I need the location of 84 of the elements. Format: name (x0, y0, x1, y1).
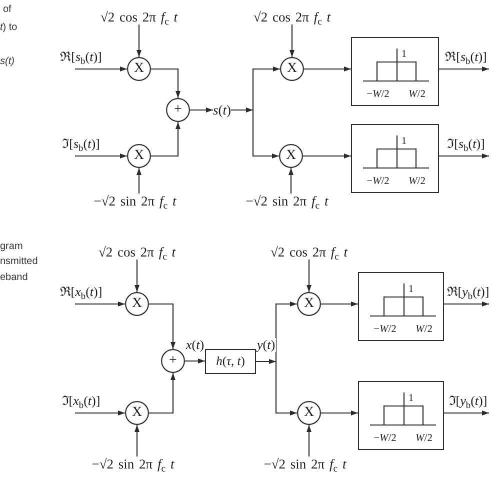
arrow (151, 122, 180, 157)
caption-text: of (3, 4, 12, 16)
band-edge-label: −W/2 (366, 176, 390, 188)
carrier-label: √2 cos 2π f$_{c}$ t (100, 10, 178, 24)
caption-text: s(t) (0, 56, 14, 68)
band-edge-label: −W/2 (366, 89, 390, 101)
gain-label: 1 (401, 136, 407, 148)
caption-text: nsmitted (0, 256, 38, 268)
arrow (185, 358, 205, 364)
multiplier-circle: X (297, 401, 321, 425)
signal-label: ℑ[x$_{b}$(t)] (60, 394, 102, 408)
multiplier-circle: X (125, 401, 149, 425)
arrow (252, 110, 279, 158)
multiplier-circle: X (127, 144, 151, 168)
arrow (303, 154, 351, 158)
arrow (444, 410, 489, 416)
arrow (444, 302, 489, 306)
carrier-label: −√2 sin 2π f$_{c}$ t (94, 194, 176, 208)
signal-label: ℜ[s$_{b}$(t)] (444, 50, 488, 64)
arrow (231, 108, 253, 112)
lowpass-filter-box (351, 37, 439, 106)
arrow (439, 66, 489, 72)
arrow (75, 66, 127, 72)
arrow (149, 373, 176, 414)
arrow (275, 362, 297, 416)
adder-circle: + (166, 98, 190, 122)
arrow (290, 24, 294, 57)
arrow (252, 66, 280, 110)
arrow (151, 68, 180, 98)
signal-label: ℑ[s$_{b}$(t)] (446, 137, 486, 151)
arrow (256, 359, 276, 364)
caption-text: eband (0, 272, 28, 284)
signal-label: x(t) (184, 338, 206, 352)
arrow (306, 425, 312, 456)
arrow (321, 302, 358, 306)
multiplier-circle: X (127, 57, 151, 81)
multiplier-circle: X (297, 292, 321, 316)
lowpass-filter-box (358, 381, 444, 450)
signal-label: ℜ[y$_{b}$(t)] (446, 285, 490, 299)
arrow (75, 154, 127, 158)
carrier-label: −√2 sin 2π f$_{c}$ t (246, 194, 328, 208)
arrow (136, 24, 142, 57)
band-edge-label: W/2 (416, 324, 432, 336)
band-edge-label: −W/2 (374, 324, 396, 336)
multiplier-circle: X (280, 57, 304, 81)
carrier-label: −√2 sin 2π f$_{c}$ t (92, 456, 174, 472)
signal-label: y(t) (256, 338, 276, 352)
arrow (306, 260, 312, 292)
adder-circle: + (161, 349, 185, 373)
multiplier-circle: X (125, 292, 149, 316)
arrow (134, 425, 140, 456)
gain-label: 1 (408, 393, 414, 405)
channel-box: h(τ, t) (205, 349, 256, 374)
arrow (136, 168, 142, 194)
arrow (288, 168, 294, 194)
arrow (134, 260, 140, 292)
gain-label: 1 (408, 284, 414, 296)
band-edge-label: W/2 (408, 176, 426, 188)
caption-text: gram (0, 241, 23, 253)
band-edge-label: W/2 (408, 89, 426, 101)
band-edge-label: −W/2 (374, 433, 396, 445)
gain-label: 1 (401, 49, 407, 61)
carrier-label: √2 cos 2π f$_{c}$ t (98, 244, 176, 260)
band-edge-label: W/2 (416, 433, 432, 445)
arrow (275, 302, 297, 362)
arrow (304, 66, 351, 72)
signal-label: ℑ[y$_{b}$(t)] (448, 394, 488, 408)
lowpass-filter-box (351, 124, 439, 193)
carrier-label: √2 cos 2π f$_{c}$ t (270, 244, 348, 260)
multiplier-circle: X (279, 144, 303, 168)
signal-label: ℑ[s$_{b}$(t)] (61, 137, 101, 151)
carrier-label: −√2 sin 2π f$_{c}$ t (264, 456, 346, 472)
arrow (190, 108, 213, 112)
arrow (439, 154, 489, 158)
caption-text: t) to (0, 22, 18, 34)
carrier-label: √2 cos 2π f$_{c}$ t (253, 10, 331, 24)
arrow (75, 410, 125, 416)
signal-label: ℜ[s$_{b}$(t)] (59, 50, 103, 64)
signal-label: s(t) (212, 102, 232, 118)
signal-label: ℜ[x$_{b}$(t)] (58, 285, 104, 299)
arrow (75, 302, 125, 306)
lowpass-filter-box (358, 272, 444, 341)
arrow (321, 410, 358, 416)
arrow (149, 303, 176, 349)
